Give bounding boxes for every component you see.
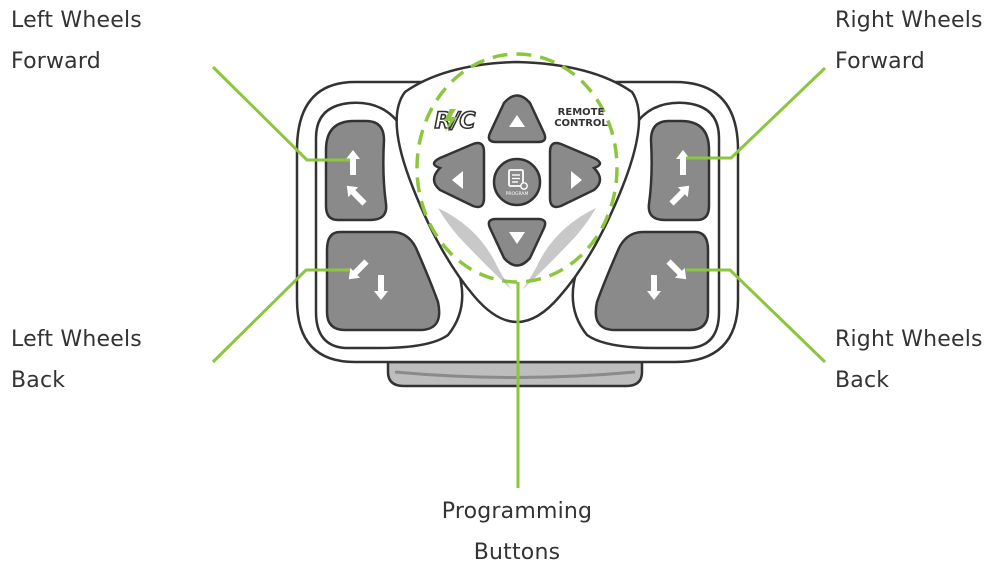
program-button-text: PROGRAM [506, 191, 529, 197]
left-forward-button[interactable] [324, 119, 388, 222]
down-right-arrow-icon [666, 259, 687, 280]
remote-base-shadow [394, 370, 636, 379]
left-chevron-sweep [438, 208, 512, 290]
up-arrow-icon [346, 150, 360, 175]
label-left-wheels-forward: Left Wheels Forward [11, 0, 142, 82]
remote-base [386, 360, 644, 388]
label-programming-line2: Buttons [473, 540, 561, 565]
label-right-wheels-back: Right Wheels Back [835, 319, 983, 401]
label-left-back-line1: Left Wheels [11, 327, 142, 352]
leader-right-forward [686, 66, 827, 160]
label-right-back-line2: Back [835, 368, 890, 393]
leader-left-back [211, 268, 350, 364]
up-triangle-icon [509, 115, 525, 127]
right-triangle-icon [571, 171, 582, 189]
up-arrow-icon [676, 150, 690, 175]
down-left-arrow-icon [348, 259, 369, 280]
logo-lightning-icon [444, 109, 457, 132]
brand-line1: REMOTE [558, 107, 605, 118]
label-right-wheels-forward: Right Wheels Forward [835, 0, 983, 82]
label-programming-line1: Programming [441, 499, 593, 524]
right-forward-button[interactable] [647, 119, 711, 222]
label-right-back-line1: Right Wheels [835, 327, 983, 352]
up-right-arrow-icon [669, 185, 690, 206]
label-right-forward-line2: Forward [835, 49, 925, 74]
brand-line2: CONTROL [554, 118, 608, 129]
up-left-arrow-icon [346, 185, 367, 206]
down-arrow-icon [374, 275, 388, 300]
label-left-wheels-back: Left Wheels Back [11, 319, 142, 401]
program-icon [508, 169, 528, 190]
down-triangle-icon [509, 232, 525, 244]
label-programming-buttons: Programming Buttons [417, 491, 617, 573]
logo: R/C [434, 109, 475, 134]
label-left-forward-line2: Forward [11, 49, 101, 74]
right-chevron-sweep [522, 208, 596, 290]
down-arrow-icon [647, 275, 661, 300]
leader-right-back [686, 268, 827, 364]
left-triangle-icon [452, 171, 463, 189]
label-right-forward-line1: Right Wheels [835, 8, 983, 33]
leader-left-forward [211, 65, 350, 162]
label-left-forward-line1: Left Wheels [11, 8, 142, 33]
label-left-back-line2: Back [11, 368, 66, 393]
